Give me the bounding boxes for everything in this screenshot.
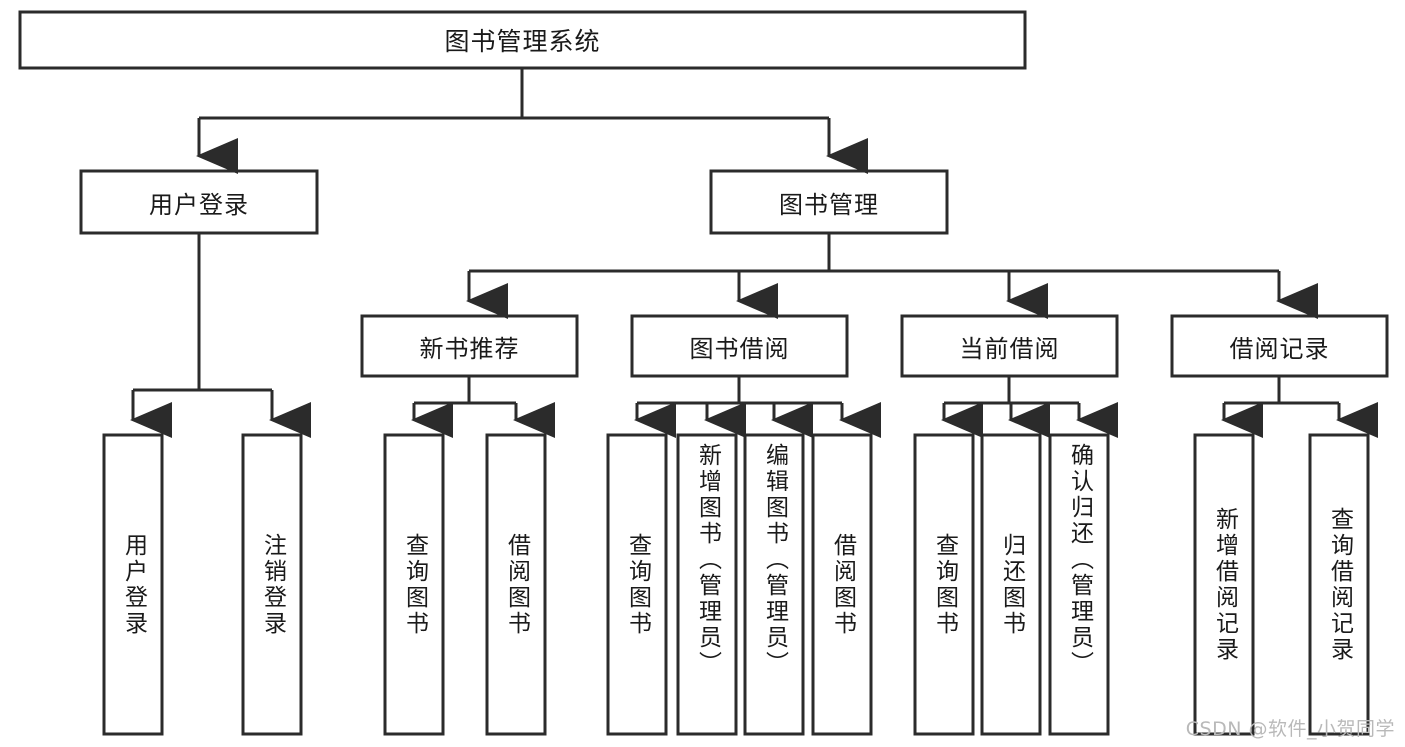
node-leaf-query-book-2-box[interactable] [606, 433, 668, 736]
node-leaf-return-book-box[interactable] [980, 433, 1042, 736]
node-book-borrow-box[interactable] [630, 314, 849, 378]
node-root-box[interactable] [18, 10, 1027, 70]
node-leaf-query-record-box[interactable] [1308, 433, 1370, 736]
node-leaf-confirm-return-box[interactable] [1048, 433, 1110, 736]
node-borrow-record-box[interactable] [1170, 314, 1389, 378]
node-leaf-query-book-3-box[interactable] [913, 433, 975, 736]
node-leaf-user-logout-box[interactable] [241, 433, 303, 736]
node-current-borrow-box[interactable] [900, 314, 1119, 378]
node-leaf-add-book-box[interactable] [676, 433, 738, 736]
node-book-manage-box[interactable] [709, 169, 949, 235]
node-leaf-user-login-box[interactable] [102, 433, 164, 736]
node-new-book-recommend-box[interactable] [360, 314, 579, 378]
node-leaf-borrow-book-2-box[interactable] [811, 433, 873, 736]
node-leaf-add-record-box[interactable] [1193, 433, 1255, 736]
node-leaf-edit-book-box[interactable] [743, 433, 805, 736]
node-user-login-box[interactable] [79, 169, 319, 235]
node-leaf-borrow-book-1-box[interactable] [485, 433, 547, 736]
node-leaf-query-book-1-box[interactable] [383, 433, 445, 736]
